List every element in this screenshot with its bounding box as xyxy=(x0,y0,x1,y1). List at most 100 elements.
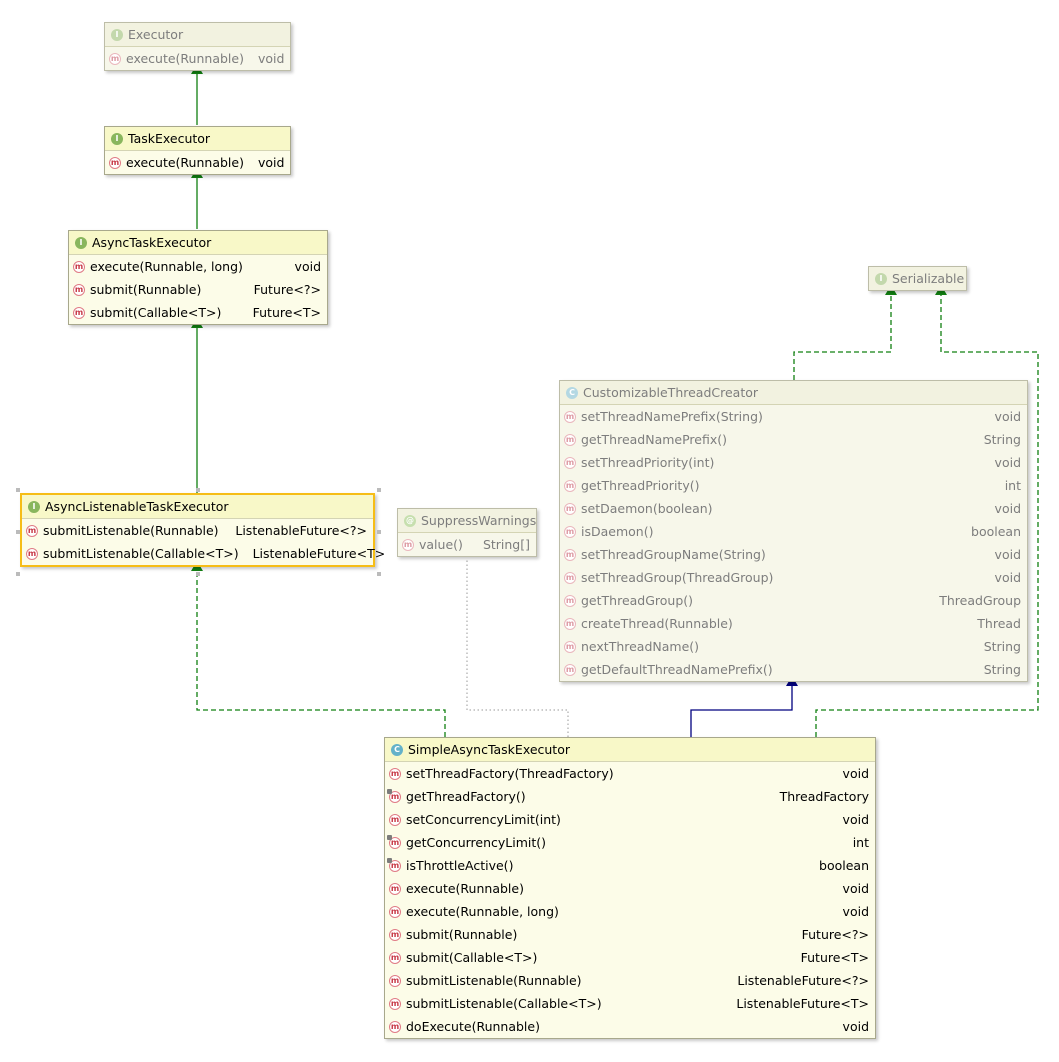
selection-handle-mid-left[interactable] xyxy=(16,530,20,534)
selection-handle-top-middle[interactable] xyxy=(196,488,200,492)
interface-icon: I xyxy=(875,272,887,285)
method-name: submitListenable(Runnable) xyxy=(406,973,582,988)
method-icon: m xyxy=(73,283,85,296)
asynctaskexecutor-node[interactable]: I AsyncTaskExecutor m execute(Runnable, … xyxy=(68,230,328,325)
method-row[interactable]: m submitListenable(Callable<T>) Listenab… xyxy=(22,542,385,565)
method-row[interactable]: m execute(Runnable) void xyxy=(105,47,290,70)
selection-handle-bottom-middle[interactable] xyxy=(196,572,200,576)
method-type: void xyxy=(842,766,869,781)
serializable-title: Serializable xyxy=(892,271,965,286)
method-icon: m xyxy=(389,974,401,987)
asynclistenabletaskexecutor-title: AsyncListenableTaskExecutor xyxy=(45,499,229,514)
method-row[interactable]: m submitListenable(Runnable) ListenableF… xyxy=(22,519,373,542)
simpleasynctaskexecutor-node[interactable]: C SimpleAsyncTaskExecutor m setThreadFact… xyxy=(384,737,876,1039)
protected-method-icon: m xyxy=(387,834,401,849)
method-name: execute(Runnable, long) xyxy=(406,904,559,919)
method-icon: m xyxy=(564,663,576,676)
method-type: void xyxy=(842,904,869,919)
suppresswarnings-node[interactable]: @ SuppressWarnings m value() String[] xyxy=(397,508,537,557)
edge-simple-implements-serializable xyxy=(815,285,1039,737)
method-row[interactable]: m execute(Runnable, long) void xyxy=(69,255,327,278)
interface-icon: I xyxy=(75,236,87,249)
method-type: Future<?> xyxy=(253,282,321,297)
method-name: setThreadFactory(ThreadFactory) xyxy=(406,766,614,781)
customizablethreadcreator-header: C CustomizableThreadCreator xyxy=(560,381,1027,405)
suppresswarnings-header: @ SuppressWarnings xyxy=(398,509,536,533)
method-name: value() xyxy=(419,537,463,552)
taskexecutor-node[interactable]: I TaskExecutor m execute(Runnable) void xyxy=(104,126,291,175)
selection-handle-top-right[interactable] xyxy=(377,488,381,492)
taskexecutor-title: TaskExecutor xyxy=(128,131,211,146)
method-name: submit(Runnable) xyxy=(406,927,518,942)
method-row[interactable]: m execute(Runnable) void xyxy=(105,151,290,174)
method-icon: m xyxy=(389,997,401,1010)
selection-handle-mid-right[interactable] xyxy=(377,530,381,534)
method-type: ListenableFuture<T> xyxy=(252,546,386,561)
method-type: void xyxy=(994,570,1021,585)
method-type: ListenableFuture<?> xyxy=(235,523,367,538)
method-row[interactable]: m submit(Callable<T>) Future<T> xyxy=(69,301,327,324)
selection-handle-bottom-left[interactable] xyxy=(16,572,20,576)
method-name: submit(Callable<T>) xyxy=(90,305,222,320)
executor-node[interactable]: I Executor m execute(Runnable) void xyxy=(104,22,291,71)
method-type: void xyxy=(994,547,1021,562)
method-icon: m xyxy=(389,767,401,780)
method-name: isDaemon() xyxy=(581,524,654,539)
method-icon: m xyxy=(73,306,85,319)
method-icon: m xyxy=(564,594,576,607)
method-name: setConcurrencyLimit(int) xyxy=(406,812,561,827)
method-icon: m xyxy=(564,617,576,630)
method-name: submitListenable(Callable<T>) xyxy=(43,546,239,561)
method-icon: m xyxy=(564,502,576,515)
method-icon: m xyxy=(564,548,576,561)
method-name: doExecute(Runnable) xyxy=(406,1019,540,1034)
method-row[interactable]: m submit(Runnable) Future<?> xyxy=(69,278,327,301)
method-type: void xyxy=(294,259,321,274)
method-name: getThreadNamePrefix() xyxy=(581,432,728,447)
method-icon: m xyxy=(389,905,401,918)
method-icon: m xyxy=(389,882,401,895)
method-row[interactable]: m setThreadFactory(ThreadFactory) void xyxy=(385,762,875,785)
method-icon: m xyxy=(26,524,38,537)
asynclistenabletaskexecutor-node[interactable]: I AsyncListenableTaskExecutor m submitLi… xyxy=(20,493,385,567)
asynclistenabletaskexecutor-header: I AsyncListenableTaskExecutor xyxy=(22,495,373,519)
simpleasynctaskexecutor-header: C SimpleAsyncTaskExecutor xyxy=(385,738,875,762)
method-type: ListenableFuture<T> xyxy=(736,996,869,1011)
selection-handle-top-left[interactable] xyxy=(16,488,20,492)
method-icon: m xyxy=(389,1020,401,1033)
method-name: submit(Callable<T>) xyxy=(406,950,538,965)
selection-handle-bottom-right[interactable] xyxy=(377,572,381,576)
serializable-node[interactable]: I Serializable xyxy=(868,266,967,291)
annotation-icon: @ xyxy=(404,514,416,527)
method-row[interactable]: m value() String[] xyxy=(398,533,536,556)
method-type: String xyxy=(983,662,1021,677)
method-row[interactable]: m execute(Runnable, long) void xyxy=(385,900,875,923)
method-icon: m xyxy=(109,156,121,169)
method-icon: m xyxy=(389,813,401,826)
method-name: execute(Runnable, long) xyxy=(90,259,243,274)
method-type: void xyxy=(994,455,1021,470)
